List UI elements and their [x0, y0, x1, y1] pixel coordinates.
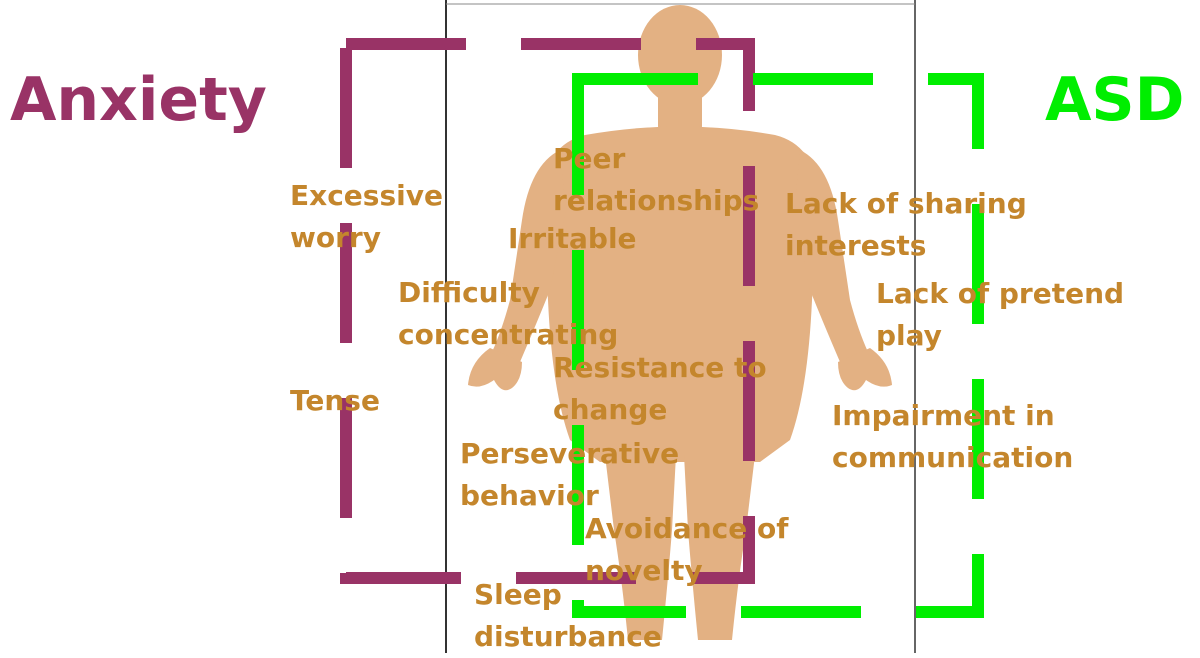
symptom-impairment-in-communication: Impairment in communication — [832, 395, 1073, 479]
symptom-tense: Tense — [290, 380, 380, 422]
symptom-irritable: Irritable — [508, 218, 637, 260]
anxiety-heading: Anxiety — [10, 70, 267, 130]
symptom-resistance-to-change: Resistance to change — [553, 347, 767, 431]
symptom-lack-of-sharing-interests: Lack of sharing interests — [785, 183, 1027, 267]
symptom-sleep-disturbance: Sleep disturbance — [474, 574, 662, 658]
asd-heading: ASD — [1045, 70, 1184, 130]
symptom-difficulty-concentrating: Difficulty concentrating — [398, 272, 618, 356]
symptom-excessive-worry: Excessive worry — [290, 175, 443, 259]
symptom-peer-relationships: Peer relationships — [553, 138, 759, 222]
symptom-lack-of-pretend-play: Lack of pretend play — [876, 273, 1124, 357]
symptom-perseverative-behavior: Perseverative behavior — [460, 433, 679, 517]
